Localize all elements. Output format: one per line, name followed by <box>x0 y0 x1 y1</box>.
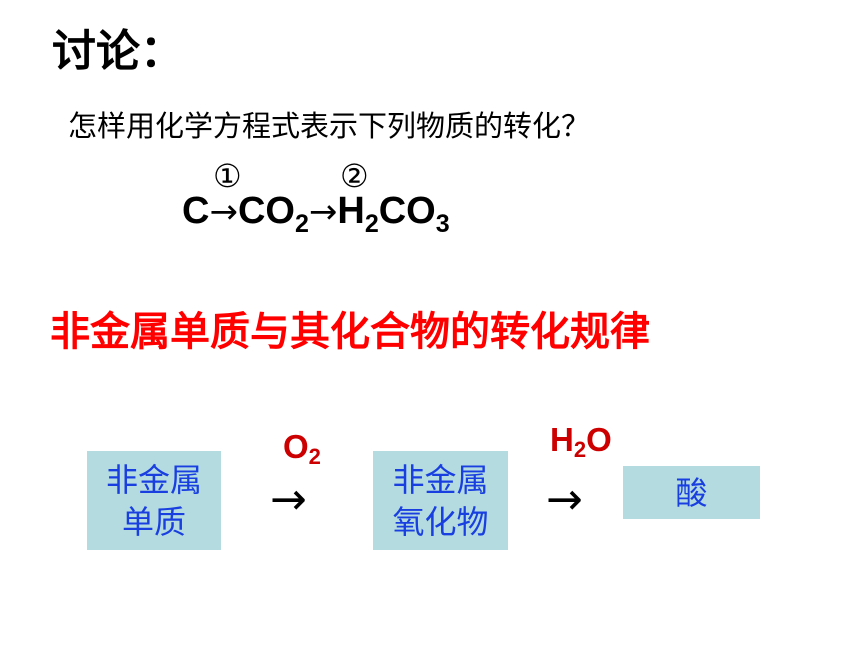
reagent-water: H2O <box>550 421 612 461</box>
co2-main: CO <box>237 190 295 232</box>
water-o: O <box>586 421 612 458</box>
species-carbon: C <box>182 190 210 232</box>
h2co3-h-subscript: 2 <box>364 210 379 238</box>
oxygen-subscript: 2 <box>308 444 321 469</box>
rule-title: 非金属单质与其化合物的转化规律 <box>50 309 650 355</box>
flow-arrow-1: → <box>270 474 307 525</box>
h2co3-h: H <box>337 190 365 232</box>
box-acid: 酸 <box>623 466 760 519</box>
box1-line1: 非金属 <box>105 460 202 499</box>
discussion-question: 怎样用化学方程式表示下列物质的转化？ <box>68 109 591 143</box>
water-subscript: 2 <box>573 437 587 462</box>
water-h: H <box>550 421 574 458</box>
box1-line2: 单质 <box>121 502 186 541</box>
species-carbonic-acid: H2CO3 <box>337 190 449 237</box>
species-carbon-dioxide: CO2 <box>237 190 309 237</box>
arrow-step-1: → <box>209 192 238 232</box>
flow-arrow-2: → <box>546 474 583 525</box>
box-nonmetal-oxide: 非金属 氧化物 <box>373 451 508 550</box>
oxygen-main: O <box>283 428 309 465</box>
box2-line1: 非金属 <box>392 460 489 499</box>
box-nonmetal-element: 非金属 单质 <box>87 451 221 550</box>
h2co3-co: CO <box>378 190 436 232</box>
step-2-marker: ② <box>340 157 369 195</box>
discussion-heading: 讨论： <box>52 26 184 77</box>
box2-line2: 氧化物 <box>392 502 489 541</box>
arrow-step-2: → <box>308 192 338 232</box>
co2-subscript: 2 <box>294 210 309 238</box>
step-1-marker: ① <box>213 157 242 195</box>
reagent-oxygen: O2 <box>283 428 321 468</box>
conversion-equation: C→CO2→H2CO3 <box>182 190 450 237</box>
h2co3-co-subscript: 3 <box>435 210 450 238</box>
box3-label: 酸 <box>675 473 708 512</box>
